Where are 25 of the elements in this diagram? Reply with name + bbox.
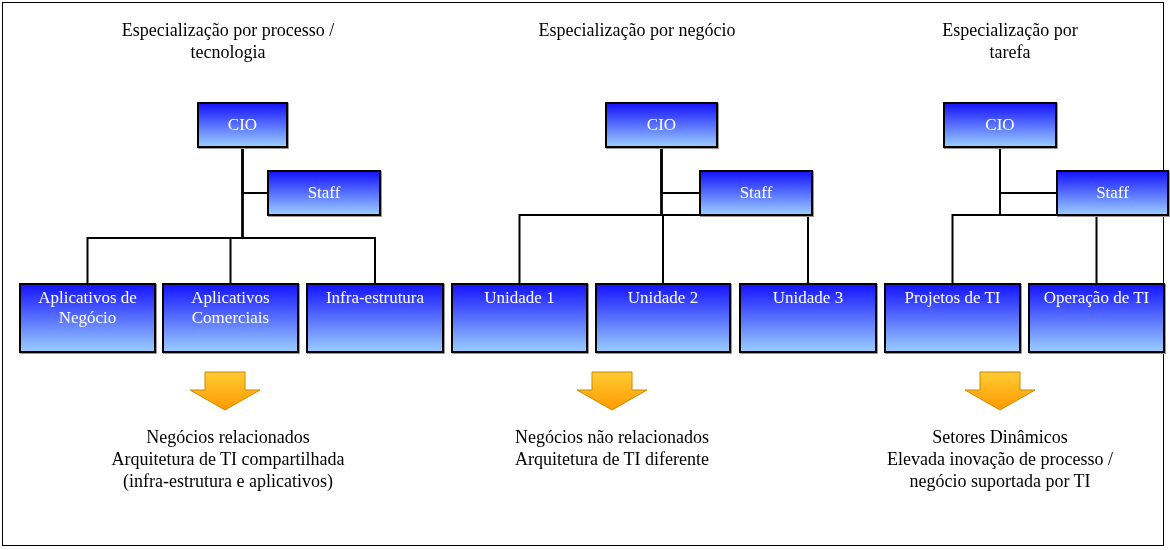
org-chart-box: Unidade 2	[595, 283, 731, 353]
org-chart-box: CIO	[605, 102, 718, 148]
outcome-text: (infra-estrutura e aplicativos)	[122, 471, 334, 493]
org-chart-box: Unidade 1	[451, 283, 588, 353]
section-heading: Especialização por tarefa	[941, 20, 1079, 64]
outcome-text: Arquitetura de TI compartilhada	[110, 449, 346, 471]
org-chart-box: Operação de TI	[1028, 283, 1165, 353]
org-chart-box: Unidade 3	[739, 283, 877, 353]
connector-line	[241, 147, 376, 284]
org-chart-box: CIO	[197, 102, 288, 148]
org-chart-box: Staff	[699, 170, 813, 216]
outcome-text: Arquitetura de TI diferente	[513, 449, 711, 471]
org-chart-box: Staff	[267, 170, 381, 216]
org-chart-box: Projetos de TI	[884, 283, 1021, 353]
section-heading: Especialização por processo / tecnologia	[120, 20, 336, 64]
outcome-text: Negócios não relacionados	[514, 427, 710, 449]
outcome-text: Setores Dinâmicos	[931, 427, 1069, 449]
outcome-text: Negócios relacionados	[145, 427, 311, 449]
section-heading: Especialização por negócio	[537, 20, 737, 42]
org-chart-box: CIO	[943, 102, 1057, 148]
outcome-text: Elevada inovação de processo / negócio suportada por TI	[886, 449, 1114, 493]
org-chart-box: Staff	[1056, 170, 1169, 216]
org-chart-box: Infra-estrutura	[306, 283, 444, 353]
org-chart-box: Aplicativos de Negócio	[19, 283, 156, 353]
org-chart-box: Aplicativos Comerciais	[162, 283, 299, 353]
